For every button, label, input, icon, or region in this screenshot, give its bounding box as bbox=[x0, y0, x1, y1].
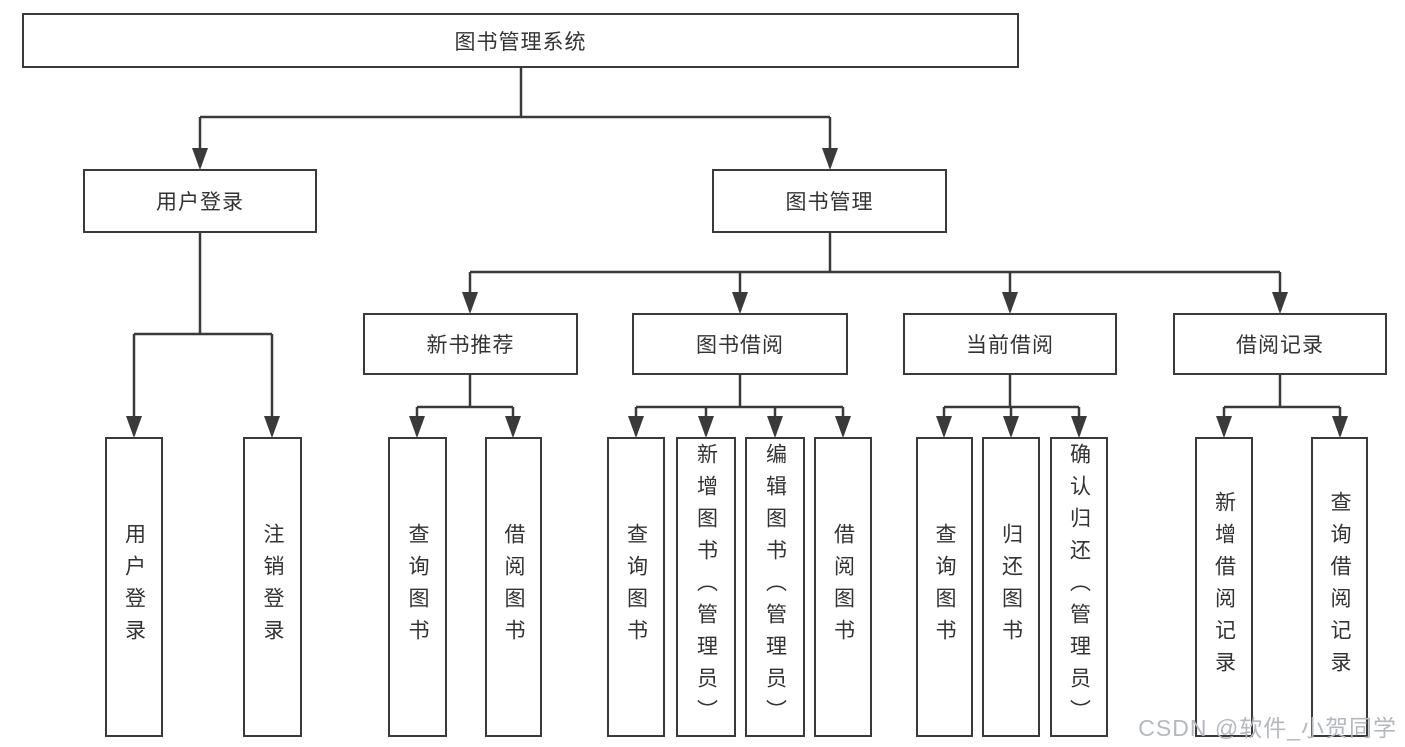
node-current-borrow-label: 当前借阅 bbox=[966, 334, 1054, 357]
leaf-confirm-return-admin-label: 确认归还（管理员） bbox=[1067, 443, 1091, 731]
node-book-borrow: 图书借阅 bbox=[632, 313, 848, 375]
connector-book-management-to-level3 bbox=[462, 233, 1288, 314]
leaf-edit-books-admin-label: 编辑图书（管理员） bbox=[763, 443, 787, 731]
connector-root-to-level2 bbox=[192, 68, 838, 170]
node-book-management-label: 图书管理 bbox=[785, 191, 874, 214]
leaf-return-books-label: 归还图书 bbox=[999, 523, 1023, 651]
node-user-login-label: 用户登录 bbox=[156, 191, 244, 214]
leaf-query-books-recommend: 查询图书 bbox=[388, 437, 447, 737]
connector-current-borrow-children bbox=[936, 375, 1087, 438]
node-root-label: 图书管理系统 bbox=[454, 30, 587, 54]
leaf-borrow-books-recommend: 借阅图书 bbox=[485, 437, 542, 737]
node-root: 图书管理系统 bbox=[22, 13, 1019, 68]
leaf-user-login: 用户登录 bbox=[105, 437, 163, 737]
leaf-confirm-return-admin: 确认归还（管理员） bbox=[1050, 437, 1108, 737]
leaf-query-borrow-record: 查询借阅记录 bbox=[1311, 437, 1368, 737]
leaf-query-books-borrow-label: 查询图书 bbox=[624, 523, 648, 651]
leaf-add-books-admin-label: 新增图书（管理员） bbox=[694, 443, 718, 731]
leaf-borrow-books: 借阅图书 bbox=[814, 437, 872, 737]
node-user-login: 用户登录 bbox=[83, 169, 317, 233]
csdn-watermark: CSDN @软件_小贺同学 bbox=[1138, 715, 1397, 741]
node-new-book-recommend-label: 新书推荐 bbox=[426, 334, 515, 357]
node-current-borrow: 当前借阅 bbox=[903, 313, 1117, 375]
connector-user-login-children bbox=[126, 233, 280, 438]
leaf-logout: 注销登录 bbox=[243, 437, 302, 737]
node-borrow-records-label: 借阅记录 bbox=[1236, 334, 1324, 357]
leaf-borrow-books-label: 借阅图书 bbox=[831, 523, 855, 651]
leaf-query-books-recommend-label: 查询图书 bbox=[406, 523, 429, 651]
node-book-borrow-label: 图书借阅 bbox=[696, 334, 784, 357]
leaf-return-books: 归还图书 bbox=[982, 437, 1040, 737]
leaf-query-borrow-record-label: 查询借阅记录 bbox=[1328, 491, 1351, 683]
leaf-add-books-admin: 新增图书（管理员） bbox=[676, 437, 736, 737]
node-borrow-records: 借阅记录 bbox=[1173, 313, 1387, 375]
leaf-add-borrow-record-label: 新增借阅记录 bbox=[1212, 491, 1236, 683]
leaf-edit-books-admin: 编辑图书（管理员） bbox=[745, 437, 805, 737]
leaf-query-books-current: 查询图书 bbox=[916, 437, 973, 737]
leaf-user-login-label: 用户登录 bbox=[122, 523, 146, 651]
node-new-book-recommend: 新书推荐 bbox=[363, 313, 578, 375]
node-book-management: 图书管理 bbox=[712, 169, 947, 233]
leaf-logout-label: 注销登录 bbox=[261, 523, 284, 651]
leaf-borrow-books-recommend-label: 借阅图书 bbox=[502, 523, 525, 651]
connector-book-borrow-children bbox=[628, 375, 851, 438]
leaf-query-books-current-label: 查询图书 bbox=[933, 523, 956, 651]
leaf-add-borrow-record: 新增借阅记录 bbox=[1195, 437, 1253, 737]
leaf-query-books-borrow: 查询图书 bbox=[607, 437, 665, 737]
connector-borrow-records-children bbox=[1216, 375, 1348, 438]
connector-new-book-recommend-children bbox=[409, 375, 521, 438]
